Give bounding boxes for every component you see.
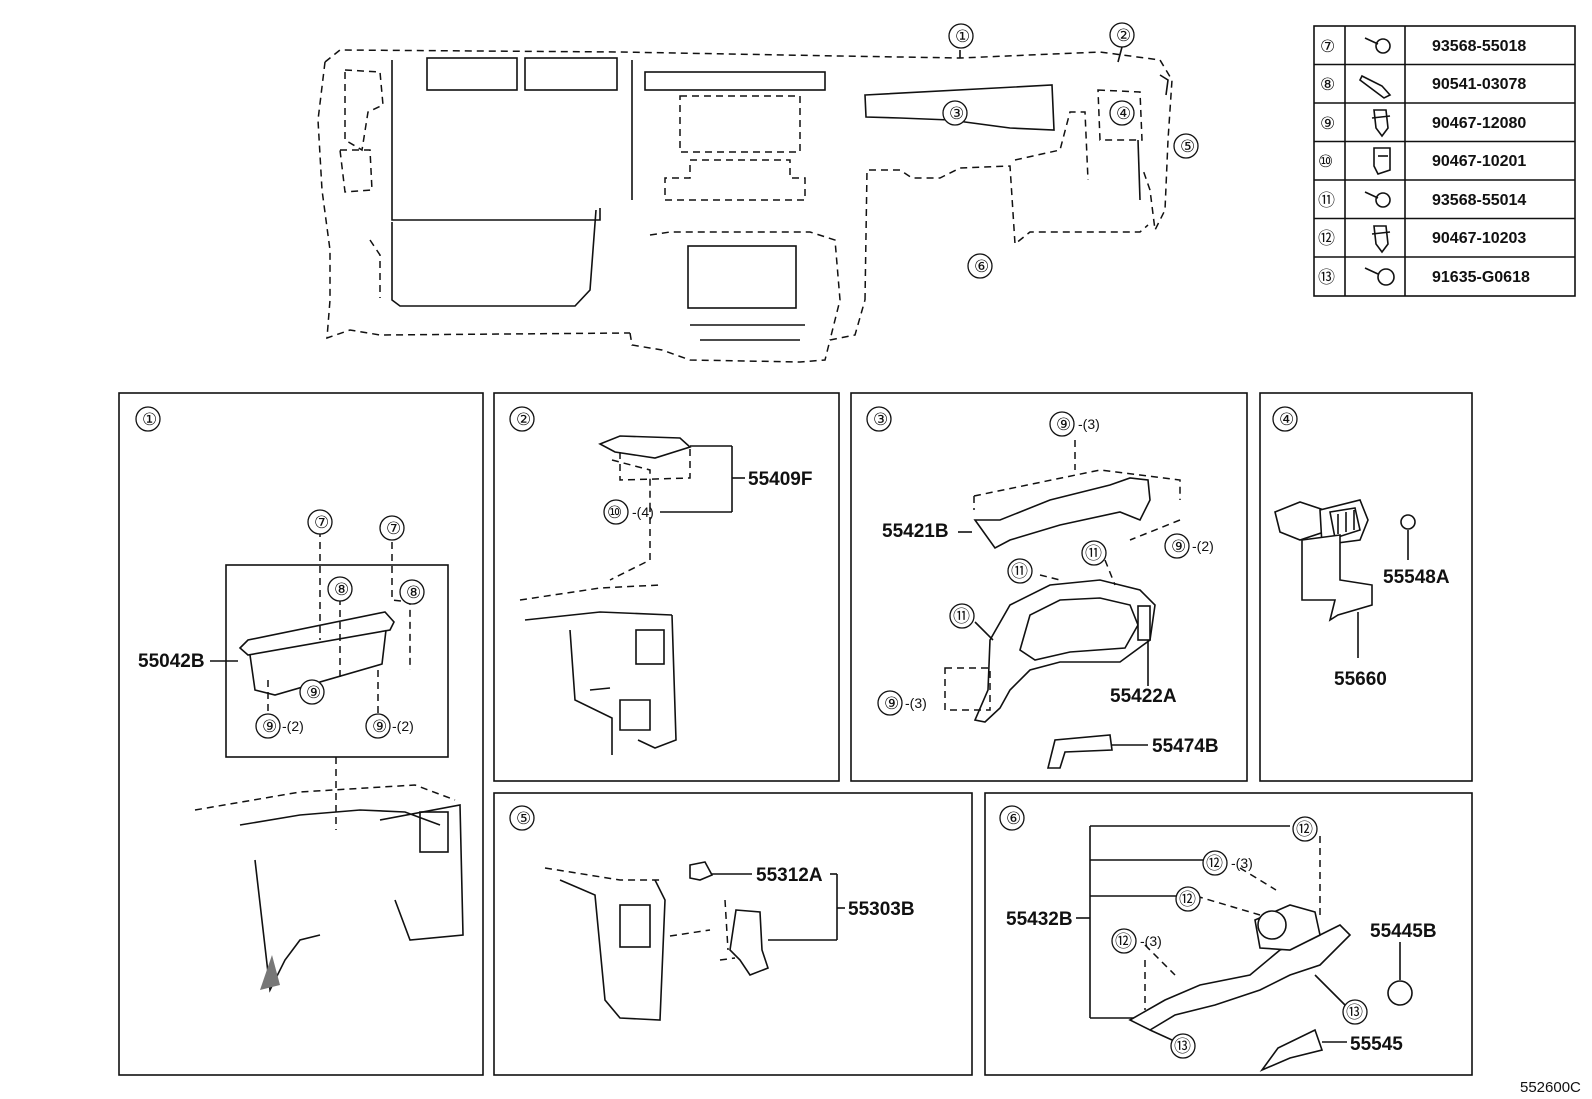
ref-label: ⑧ [406, 583, 421, 602]
screw-icon [1364, 267, 1395, 286]
fastener-part-no: 90467-12080 [1432, 115, 1526, 132]
clip-icon [1371, 225, 1391, 254]
panel-id: ④ [1279, 410, 1294, 429]
qty-label: -(3) [905, 695, 927, 711]
ref-label: ⑫ [1206, 854, 1223, 873]
fastener-ref: ⑫ [1318, 229, 1335, 248]
panel-id: ③ [873, 410, 888, 429]
ref-label: ⑬ [1174, 1037, 1191, 1056]
panel-id: ⑤ [516, 809, 531, 828]
part-label: 55042B [138, 651, 205, 672]
part-label: 55303B [848, 899, 915, 920]
panel-5: ⑤ 55312A 55303B [493, 792, 973, 1076]
ref-label: ⑪ [1085, 544, 1102, 563]
part-label: 55312A [756, 865, 823, 886]
part-label: 55660 [1334, 669, 1387, 690]
panel-4: ④ 55548A 55660 [1259, 392, 1473, 782]
qty-label: -(3) [1231, 855, 1253, 871]
fastener-ref: ⑦ [1320, 37, 1335, 56]
panel-3: ③ 55421B ⑨ -(3) ⑨ -(2) ⑪ ⑪ ⑪ ⑨ -(3) 5542… [850, 392, 1248, 782]
ref-label: ⑧ [334, 580, 349, 599]
part-label: 55545 [1350, 1034, 1403, 1055]
panel-id: ⑥ [1006, 809, 1021, 828]
ref-label: ⑨ [1171, 537, 1186, 556]
part-label: 55432B [1006, 909, 1073, 930]
fastener-ref: ⑩ [1318, 152, 1333, 171]
ref-label: ⑬ [1346, 1003, 1363, 1022]
fastener-part-no: 93568-55018 [1432, 38, 1526, 55]
qty-label: -(2) [392, 718, 414, 734]
fastener-ref: ⑪ [1318, 191, 1335, 210]
ref-label: ⑦ [314, 513, 329, 532]
part-label: 55421B [882, 521, 949, 542]
ref-label: ⑨ [1056, 415, 1071, 434]
qty-label: -(2) [1192, 538, 1214, 554]
callout-6: ⑥ [974, 257, 989, 276]
fastener-row: ⑦ 93568-55018 [1320, 37, 1526, 56]
clip-icon [1371, 109, 1391, 138]
panel-2: ② 55409F ⑩ -(4) [493, 392, 840, 782]
bolt-icon [1364, 37, 1391, 54]
panel-id: ① [142, 410, 157, 429]
callout-1: ① [955, 27, 970, 46]
fastener-part-no: 91635-G0618 [1432, 269, 1530, 286]
fastener-ref: ⑧ [1320, 75, 1335, 94]
part-label: 55474B [1152, 736, 1219, 757]
part-label: 55409F [748, 469, 812, 490]
fastener-part-no: 90467-10201 [1432, 153, 1526, 170]
overview-callouts: ① ② ③ ④ ⑤ ⑥ [942, 22, 1199, 279]
fastener-row: ⑨ 90467-12080 [1320, 109, 1526, 138]
ref-label: ⑨ [262, 717, 277, 736]
panel-id: ② [516, 410, 531, 429]
ref-label: ⑦ [386, 519, 401, 538]
fastener-row: ⑧ 90541-03078 [1320, 74, 1526, 99]
fastener-part-no: 93568-55014 [1432, 192, 1526, 209]
panel-1: ① 55042B ⑦ ⑦ ⑧ ⑧ ⑨ ⑨ -(2) ⑨ -(2) [118, 392, 484, 1076]
qty-label: -(4) [632, 504, 654, 520]
callout-4: ④ [1116, 104, 1131, 123]
bolt-icon [1364, 191, 1391, 208]
qty-label: -(3) [1078, 416, 1100, 432]
ref-label: ⑩ [607, 503, 622, 522]
part-label: 55548A [1383, 567, 1450, 588]
fastener-row: ⑩ 90467-10201 [1318, 147, 1526, 175]
fastener-ref: ⑨ [1320, 114, 1335, 133]
ref-label: ⑫ [1296, 820, 1313, 839]
ref-label: ⑫ [1115, 932, 1132, 951]
ref-label: ⑨ [372, 717, 387, 736]
diagram-code: 552600C [1520, 1079, 1581, 1096]
ref-label: ⑫ [1179, 890, 1196, 909]
qty-label: -(3) [1140, 933, 1162, 949]
part-label: 55445B [1370, 921, 1437, 942]
fastener-row: ⑫ 90467-10203 [1318, 225, 1526, 254]
pin-icon [1358, 74, 1392, 99]
callout-2: ② [1116, 26, 1131, 45]
callout-3: ③ [949, 104, 964, 123]
panel-6: ⑥ 55432B ⑫ ⑫ -(3) ⑫ ⑫ -(3) ⑬ ⑬ 55445B 55… [984, 792, 1473, 1076]
ref-label: ⑨ [306, 683, 321, 702]
qty-label: -(2) [282, 718, 304, 734]
clip-icon [1373, 147, 1391, 175]
fastener-table: ⑦ 93568-55018 ⑧ 90541-03078 ⑨ 90467-1208… [1313, 25, 1576, 297]
instrument-panel-overview [317, 46, 1173, 363]
callout-5: ⑤ [1180, 137, 1195, 156]
ref-label: ⑪ [1011, 562, 1028, 581]
fastener-ref: ⑬ [1318, 268, 1335, 287]
ref-label: ⑨ [884, 694, 899, 713]
part-label: 55422A [1110, 686, 1177, 707]
fastener-part-no: 90541-03078 [1432, 76, 1526, 93]
ref-label: ⑪ [953, 607, 970, 626]
fastener-row: ⑪ 93568-55014 [1318, 191, 1526, 210]
fastener-part-no: 90467-10203 [1432, 230, 1526, 247]
fastener-row: ⑬ 91635-G0618 [1318, 267, 1530, 287]
